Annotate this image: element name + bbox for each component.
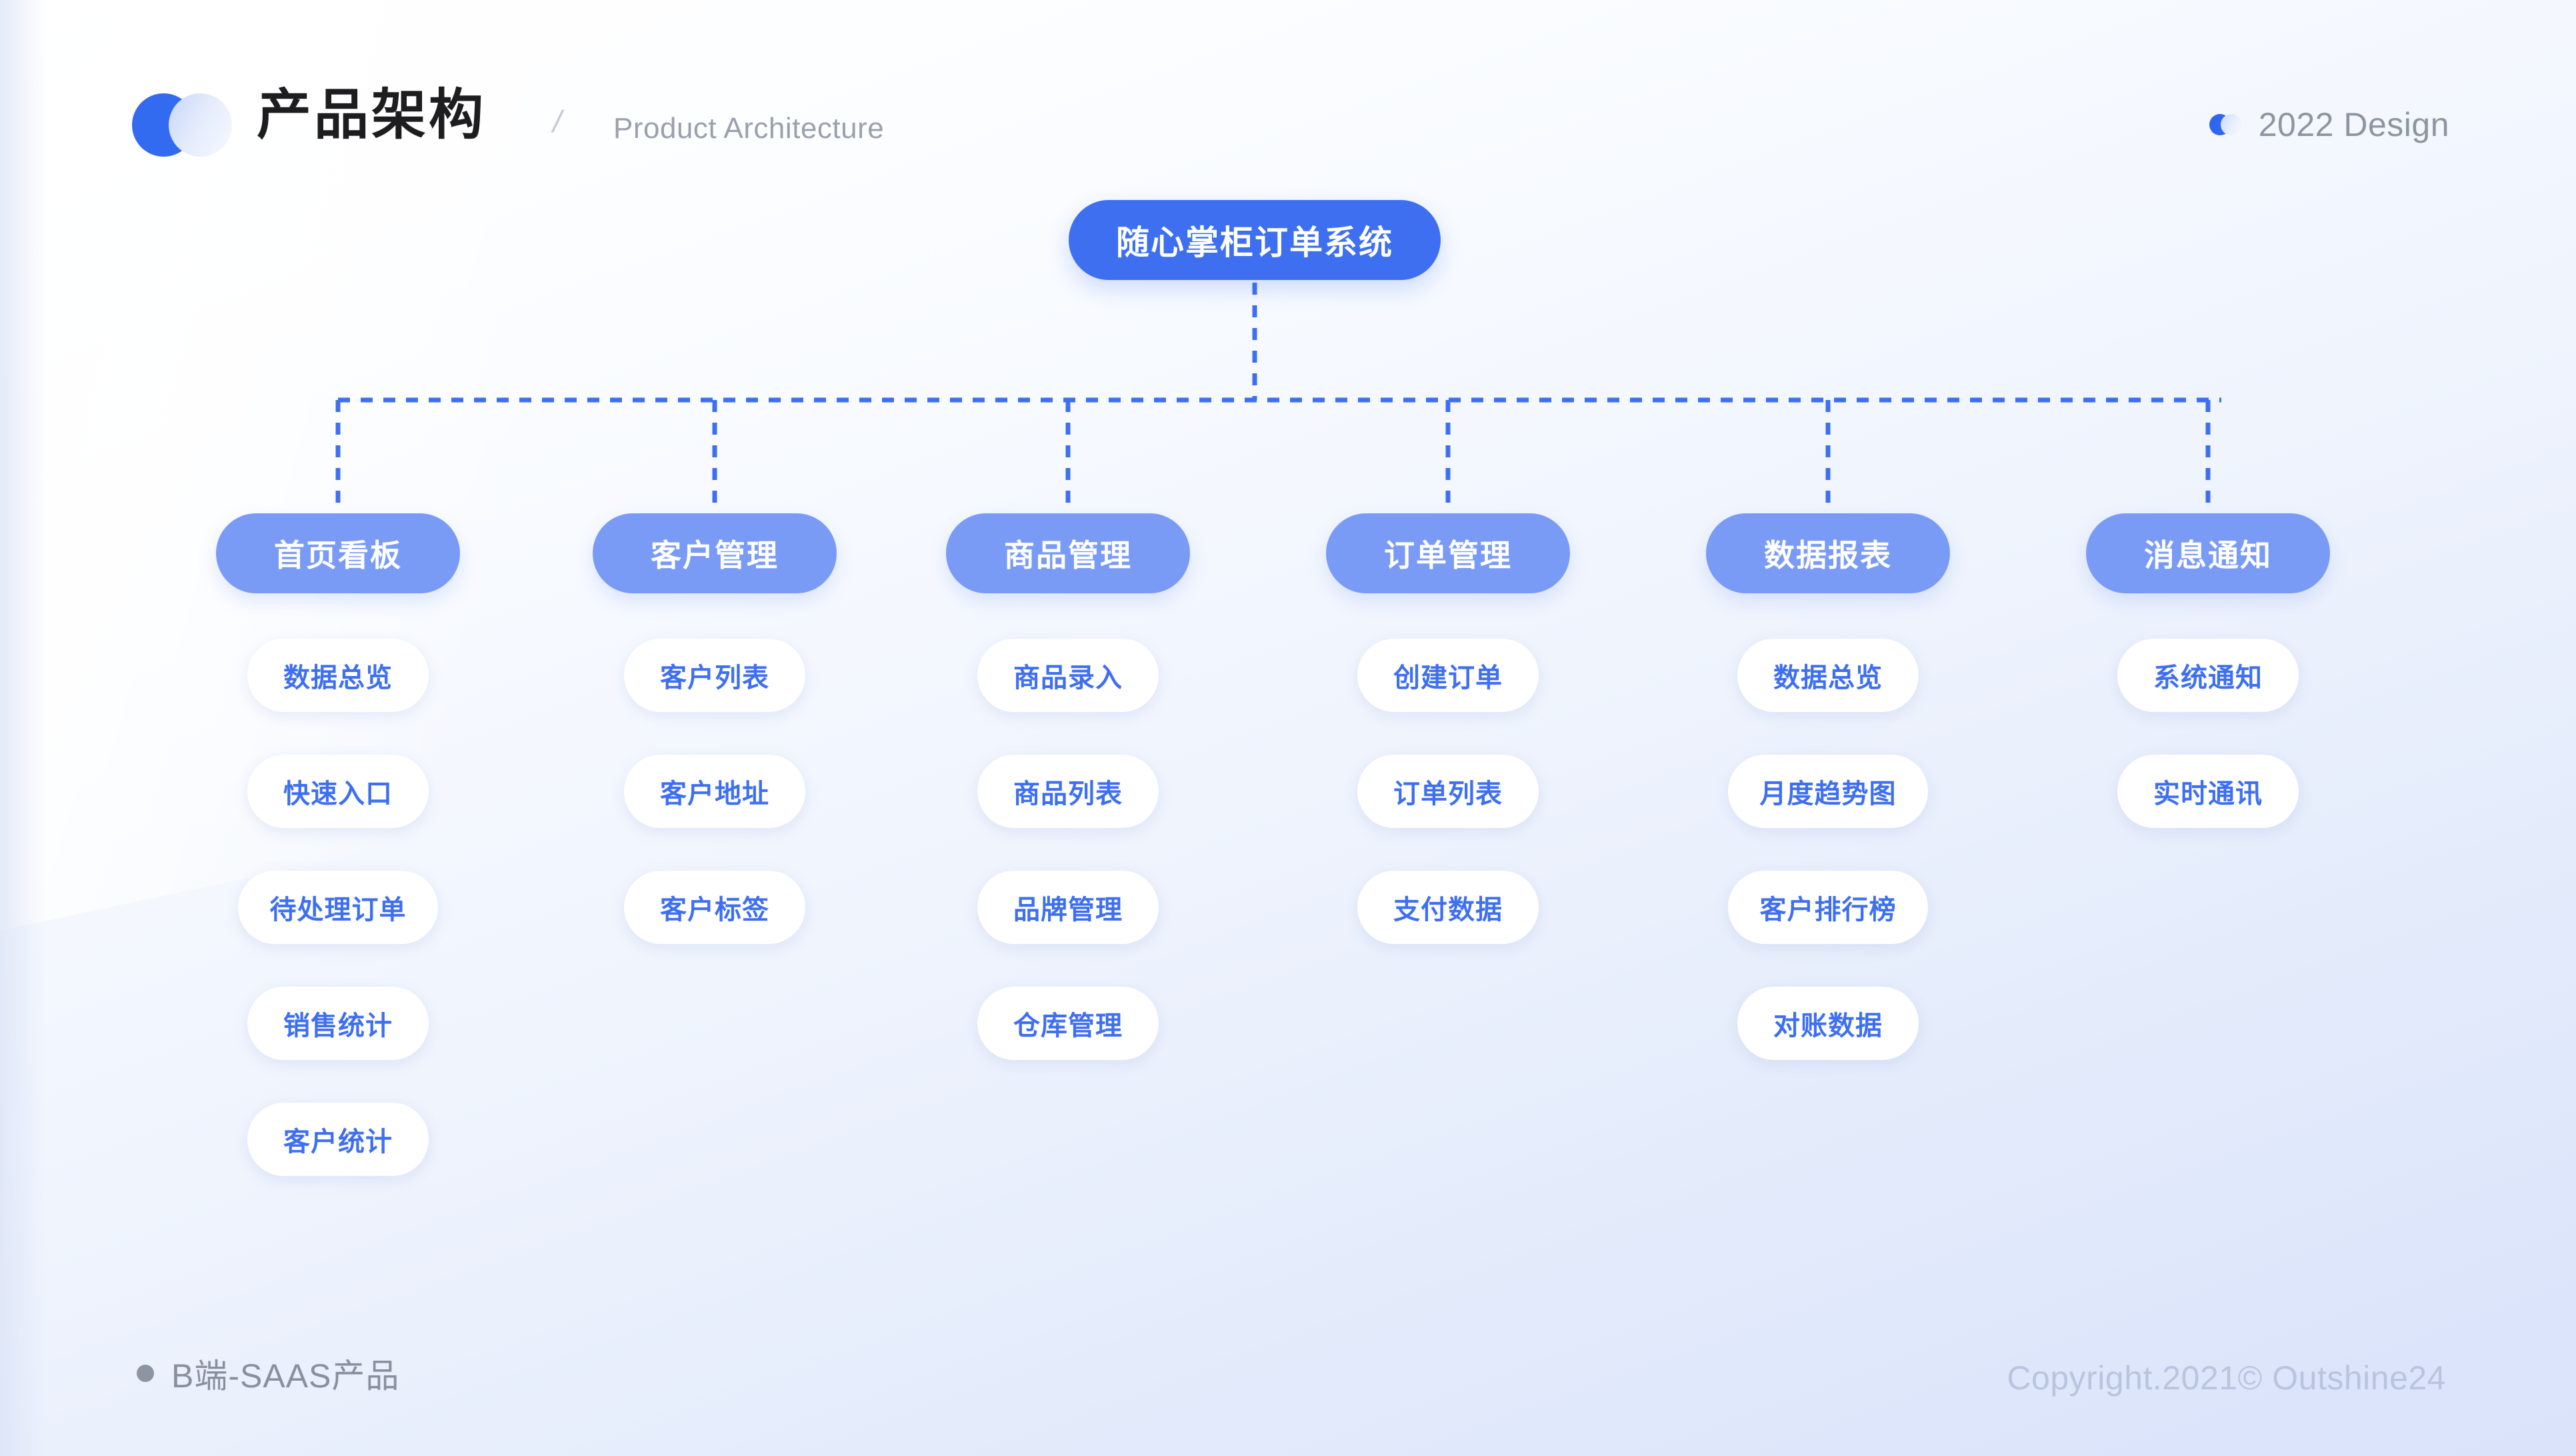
leaf-node[interactable]: 数据总览 bbox=[247, 639, 429, 712]
footer-product-label: B端-SAAS产品 bbox=[171, 1357, 400, 1395]
root-node[interactable]: 随心掌柜订单系统 bbox=[1069, 200, 1441, 280]
branch-column-1: 首页看板 数据总览 快速入口 待处理订单 销售统计 客户统计 bbox=[216, 513, 460, 1176]
leaf-list-3: 商品录入 商品列表 品牌管理 仓库管理 bbox=[946, 639, 1190, 1060]
footer-left-group: B端-SAAS产品 bbox=[137, 1349, 399, 1397]
category-node-1[interactable]: 首页看板 bbox=[216, 513, 460, 593]
leaf-node[interactable]: 商品录入 bbox=[977, 639, 1159, 712]
footer-copyright: Copyright.2021© Outshine24 bbox=[2007, 1359, 2446, 1397]
branch-column-3: 商品管理 商品录入 商品列表 品牌管理 仓库管理 bbox=[946, 513, 1190, 1060]
page-footer: B端-SAAS产品 Copyright.2021© Outshine24 bbox=[0, 1303, 2576, 1456]
overlapping-circles-dot-icon bbox=[2209, 114, 2242, 135]
category-node-6[interactable]: 消息通知 bbox=[2086, 513, 2330, 593]
leaf-node[interactable]: 品牌管理 bbox=[977, 871, 1159, 944]
leaf-node[interactable]: 客户标签 bbox=[624, 871, 805, 944]
overlapping-circles-logo-icon bbox=[132, 93, 239, 157]
leaf-node[interactable]: 数据总览 bbox=[1737, 639, 1919, 712]
leaf-node[interactable]: 创建订单 bbox=[1357, 639, 1539, 712]
branch-column-6: 消息通知 系统通知 实时通讯 bbox=[2086, 513, 2330, 828]
branch-column-4: 订单管理 创建订单 订单列表 支付数据 bbox=[1326, 513, 1570, 944]
leaf-node[interactable]: 销售统计 bbox=[247, 987, 429, 1060]
leaf-node[interactable]: 客户列表 bbox=[624, 639, 805, 712]
leaf-list-5: 数据总览 月度趋势图 客户排行榜 对账数据 bbox=[1706, 639, 1950, 1060]
leaf-list-4: 创建订单 订单列表 支付数据 bbox=[1326, 639, 1570, 944]
leaf-node[interactable]: 系统通知 bbox=[2117, 639, 2299, 712]
leaf-node[interactable]: 客户统计 bbox=[247, 1103, 429, 1176]
leaf-node[interactable]: 月度趋势图 bbox=[1728, 755, 1928, 828]
leaf-node[interactable]: 客户排行榜 bbox=[1728, 871, 1928, 944]
branch-column-5: 数据报表 数据总览 月度趋势图 客户排行榜 对账数据 bbox=[1706, 513, 1950, 1060]
leaf-list-2: 客户列表 客户地址 客户标签 bbox=[593, 639, 837, 944]
leaf-node[interactable]: 快速入口 bbox=[247, 755, 429, 828]
page-header: 产品架构 / Product Architecture 2022 Design bbox=[0, 0, 2576, 193]
bullet-dot-icon bbox=[137, 1365, 154, 1382]
leaf-node[interactable]: 订单列表 bbox=[1357, 755, 1539, 828]
leaf-node[interactable]: 仓库管理 bbox=[977, 987, 1159, 1060]
leaf-node[interactable]: 实时通讯 bbox=[2117, 755, 2299, 828]
category-node-5[interactable]: 数据报表 bbox=[1706, 513, 1950, 593]
leaf-node[interactable]: 对账数据 bbox=[1737, 987, 1919, 1060]
branch-column-2: 客户管理 客户列表 客户地址 客户标签 bbox=[593, 513, 837, 944]
leaf-node[interactable]: 商品列表 bbox=[977, 755, 1159, 828]
category-node-2[interactable]: 客户管理 bbox=[593, 513, 837, 593]
leaf-list-6: 系统通知 实时通讯 bbox=[2086, 639, 2330, 828]
page-subtitle: Product Architecture bbox=[613, 112, 885, 145]
page-title: 产品架构 bbox=[257, 85, 487, 145]
logo-circle-front bbox=[169, 93, 232, 157]
leaf-list-1: 数据总览 快速入口 待处理订单 销售统计 客户统计 bbox=[216, 639, 460, 1176]
design-year-badge: 2022 Design bbox=[2209, 105, 2449, 144]
badge-dot-front bbox=[2220, 114, 2242, 135]
leaf-node[interactable]: 支付数据 bbox=[1357, 871, 1539, 944]
leaf-node[interactable]: 待处理订单 bbox=[238, 871, 438, 944]
leaf-node[interactable]: 客户地址 bbox=[624, 755, 805, 828]
category-node-4[interactable]: 订单管理 bbox=[1326, 513, 1570, 593]
category-node-3[interactable]: 商品管理 bbox=[946, 513, 1190, 593]
design-year-label: 2022 Design bbox=[2258, 106, 2449, 143]
